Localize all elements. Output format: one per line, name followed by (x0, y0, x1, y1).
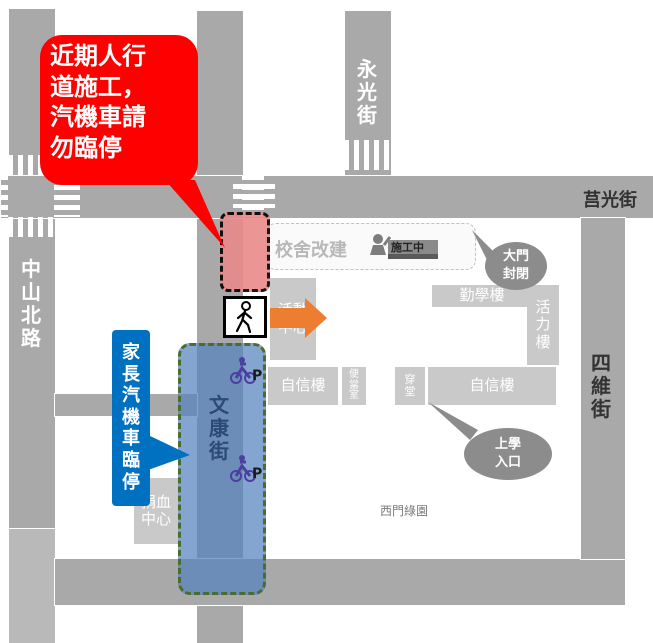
zixin-right-label: 自信樓 (469, 376, 515, 395)
building-zixin-right: 自信樓 (428, 367, 556, 405)
motorcycle-parking-1: P (228, 354, 266, 386)
activity-center-label: 活動中心 (277, 300, 308, 336)
sidewalk-construction-notice: 近期人行 道施工， 汽機車請 勿臨停 (40, 35, 198, 185)
street-label-yongguang: 永光街 (357, 57, 377, 127)
crosswalk-zhongshan-bottom (8, 217, 54, 237)
school-entrance-bubble: 上學 入口 (464, 428, 552, 480)
construction-worker-icon (370, 234, 438, 259)
building-activity-center: 活動中心 (270, 278, 316, 360)
notice-line-1: 近期人行 (50, 42, 146, 70)
street-label-zhongshan-north: 中山北路 (21, 257, 41, 350)
gate-bubble-line-2: 封閉 (502, 267, 529, 282)
building-qinxue: 勤學樓 (432, 285, 532, 307)
classroom-label: 穿堂 (404, 373, 416, 398)
huoli-label: 活力樓 (535, 298, 551, 351)
street-label-juguang: 莒光街 (583, 190, 637, 211)
construction-sign-text: 施工中 (391, 241, 424, 254)
store-label: 便當室 (349, 369, 359, 402)
building-store: 便當室 (342, 367, 366, 405)
pedestrian-sign (223, 296, 267, 338)
motorcycle-parking-2: P (228, 452, 266, 484)
construction-label: 校舍改建 (275, 240, 347, 261)
road-zhongshan-bottom-stub (8, 528, 56, 643)
entrance-bubble-text: 上學 入口 (495, 436, 521, 471)
parent-stop-text: 家長汽機車臨停 (122, 342, 140, 493)
construction-zone (220, 212, 270, 292)
gate-bubble-line-1: 大門 (502, 249, 529, 265)
qinxue-label: 勤學樓 (459, 286, 505, 305)
notice-line-4: 勿臨停 (50, 134, 122, 163)
construction-sign: 施工中 (368, 231, 440, 259)
zixin-left-label: 自信樓 (280, 376, 326, 395)
entrance-bubble-pointer (428, 402, 478, 440)
crosswalk-wenkang-right (242, 175, 264, 217)
notice-line-2: 道施工， (50, 72, 146, 101)
notice-line-3: 汽機車請 (50, 103, 146, 132)
crosswalk-yongguang (344, 140, 390, 170)
pedestrian-icon (235, 301, 253, 334)
motorcycle-icon (230, 455, 256, 482)
motorcycle-icon (230, 357, 256, 384)
road-siwei (580, 217, 626, 560)
street-label-wenkang: 文康街 (209, 393, 229, 463)
parent-stop-callout: 家長汽機車臨停 (112, 330, 150, 506)
gate-closed-bubble: 大門 封閉 (485, 242, 547, 290)
entrance-bubble-line-2: 入口 (494, 455, 521, 470)
entrance-bubble-line-1: 上學 (494, 437, 521, 453)
parking-letter: P (252, 466, 263, 482)
street-label-siwei: 四維街 (591, 351, 611, 421)
gate-bubble-text: 大門 封閉 (503, 248, 529, 283)
building-zixin-left: 自信樓 (268, 367, 338, 405)
parking-letter: P (252, 368, 263, 384)
road-bottom (54, 558, 626, 606)
building-huoli: 活力樓 (527, 285, 559, 365)
building-classroom: 穿堂 (395, 367, 425, 405)
garden-label: 西門綠園 (380, 504, 429, 518)
construction-area (266, 223, 476, 270)
crosswalk-west-left (0, 175, 8, 217)
